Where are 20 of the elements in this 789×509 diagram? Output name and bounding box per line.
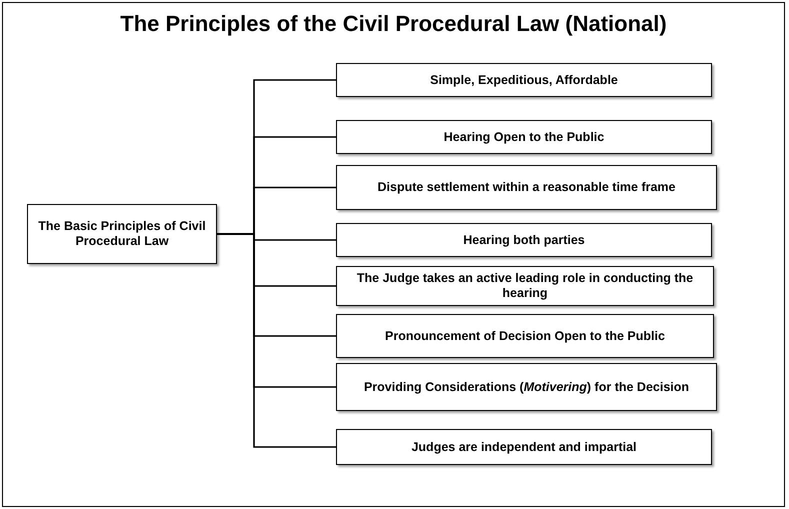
box-text: Hearing both parties xyxy=(463,232,585,248)
principle-box xyxy=(336,165,717,210)
box-text: Judges are independent and impartial xyxy=(411,440,637,454)
root-box xyxy=(27,204,217,264)
principle-box xyxy=(336,266,714,306)
box-text: Providing Considerations (Motivering) for the Decision xyxy=(364,380,690,394)
box-text: The Judge takes an active leading role in conducting the hearing xyxy=(356,271,694,301)
principle-box xyxy=(336,429,712,465)
box-text: The Basic Principles of Civil Procedural Law xyxy=(37,219,207,249)
principle-box xyxy=(336,363,717,411)
box-text: Dispute settlement within a reasonable time frame xyxy=(378,180,676,195)
principle-box xyxy=(336,63,712,97)
principle-box xyxy=(336,223,712,257)
connector-line xyxy=(217,233,336,448)
principle-box xyxy=(336,120,712,154)
box-text: Pronouncement of Decision Open to the Public xyxy=(385,328,665,344)
box-text: Simple, Expeditious, Affordable xyxy=(430,72,618,88)
principle-box xyxy=(336,314,714,358)
box-text: Hearing Open to the Public xyxy=(444,130,604,144)
title: The Principles of the Civil Procedural Law (National) xyxy=(120,11,667,36)
